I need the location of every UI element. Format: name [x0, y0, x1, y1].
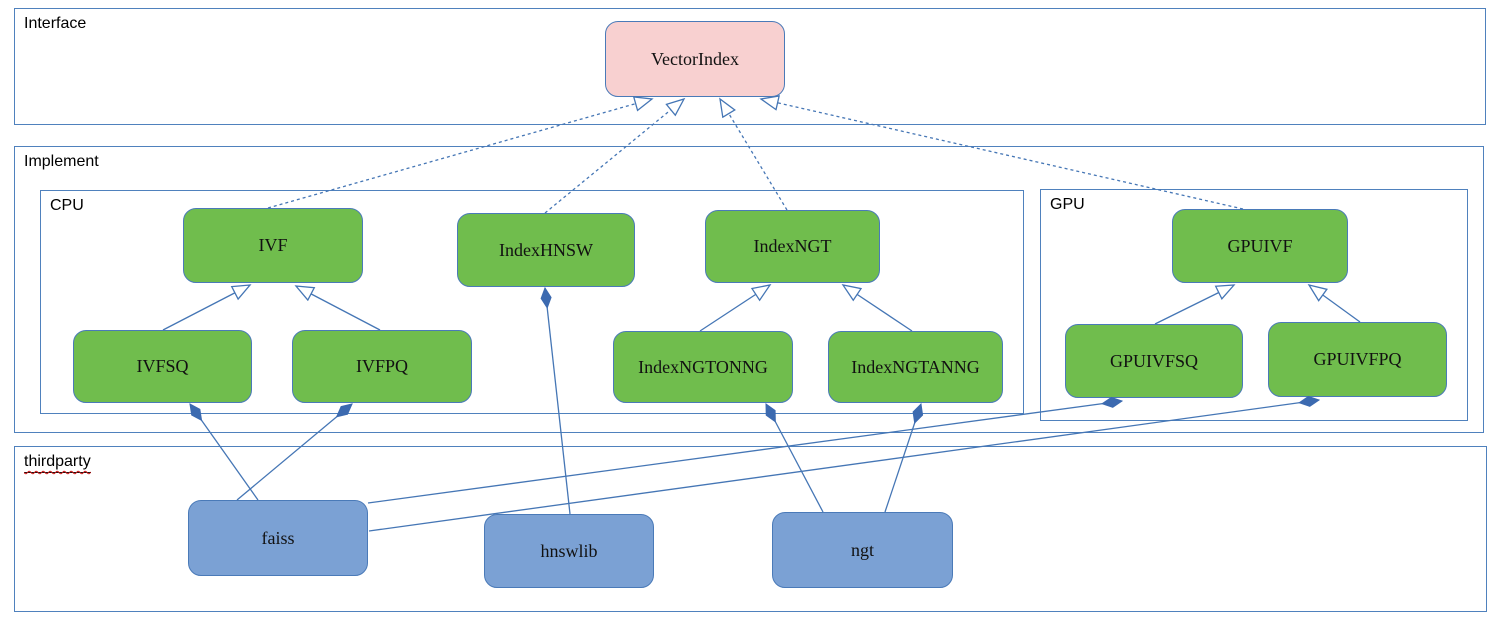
node-label-gpuivfsq: GPUIVFSQ: [1109, 350, 1199, 371]
node-label-hnswlib: hnswlib: [540, 540, 598, 561]
node-label-ngt: ngt: [850, 539, 874, 560]
container-label-thirdparty: thirdparty: [24, 453, 91, 473]
node-label-ivf: IVF: [258, 235, 288, 255]
node-ivf: IVF: [183, 208, 363, 283]
node-ivfpq: IVFPQ: [292, 330, 472, 403]
node-indexngt: IndexNGT: [705, 210, 880, 283]
node-faiss: faiss: [188, 500, 368, 576]
node-label-indexhnsw: IndexHNSW: [499, 239, 593, 260]
node-label-indexngt: IndexNGT: [753, 236, 832, 256]
node-hnswlib: hnswlib: [484, 514, 654, 588]
container-label-cpu: CPU: [50, 197, 84, 214]
node-label-indexngtanng: IndexNGTANNG: [851, 356, 980, 377]
node-indexngtonng: IndexNGTONNG: [613, 331, 793, 403]
node-gpuivfsq: GPUIVFSQ: [1065, 324, 1243, 398]
node-label-vectorindex: VectorIndex: [651, 48, 739, 69]
container-label-gpu: GPU: [1050, 196, 1085, 213]
node-indexngtanng: IndexNGTANNG: [828, 331, 1003, 403]
node-indexhnsw: IndexHNSW: [457, 213, 635, 287]
node-vectorindex: VectorIndex: [605, 21, 785, 97]
node-label-gpuivfpq: GPUIVFPQ: [1313, 349, 1402, 369]
node-label-ivfpq: IVFPQ: [355, 356, 408, 376]
node-ivfsq: IVFSQ: [73, 330, 252, 403]
node-label-ivfsq: IVFSQ: [136, 356, 189, 376]
container-label-interface: Interface: [24, 15, 87, 32]
node-gpuivf: GPUIVF: [1172, 209, 1348, 283]
node-label-gpuivf: GPUIVF: [1227, 235, 1293, 256]
node-label-faiss: faiss: [261, 527, 295, 548]
node-ngt: ngt: [772, 512, 953, 588]
container-label-implement: Implement: [24, 153, 99, 170]
node-label-indexngtonng: IndexNGTONNG: [638, 356, 768, 377]
node-gpuivfpq: GPUIVFPQ: [1268, 322, 1447, 397]
